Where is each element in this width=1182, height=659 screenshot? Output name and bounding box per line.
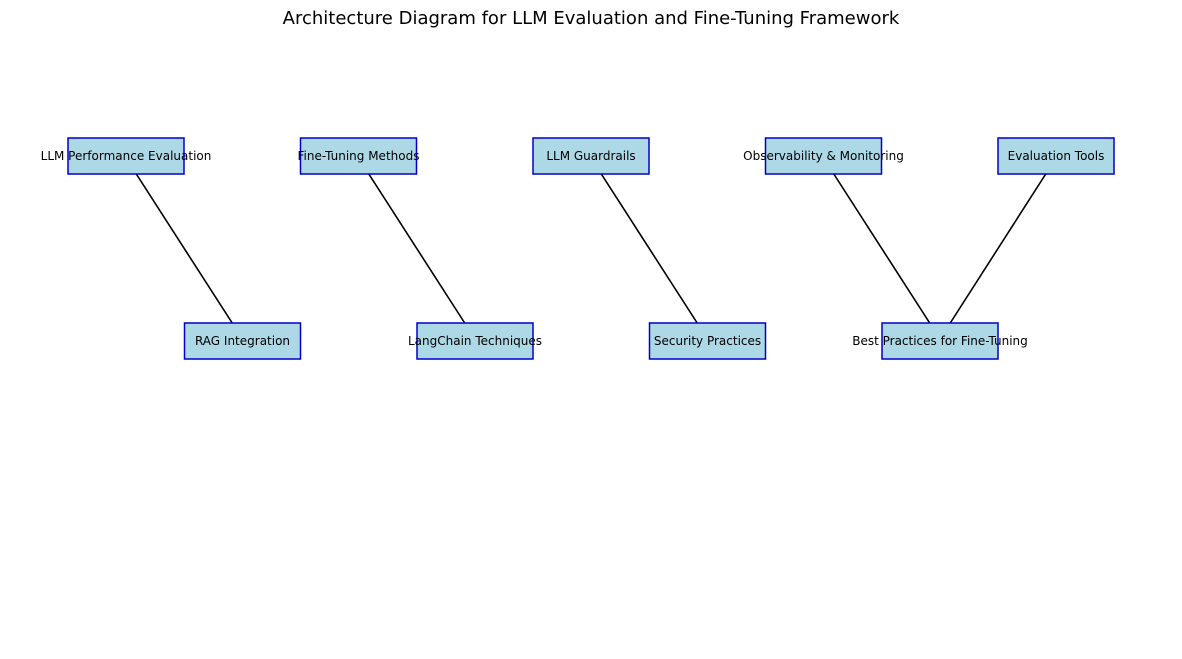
nodes-layer: LLM Performance Evaluation Fine-Tuning Me… (41, 137, 1115, 360)
edge-llm-performance-evaluation-to-rag-integration (125, 157, 244, 340)
node-box (997, 137, 1115, 175)
node-box (416, 322, 534, 360)
edge-observability-monitoring-to-best-practices-fine-tuning (822, 157, 941, 340)
node-label-rag-integration: RAG Integration (195, 334, 290, 348)
node-box (299, 137, 418, 175)
node-fine-tuning-methods (299, 137, 418, 175)
node-box (532, 137, 650, 175)
node-label-security-practices: Security Practices (654, 334, 761, 348)
node-rag-integration (183, 322, 302, 360)
edge-fine-tuning-methods-to-langchain-techniques (357, 157, 476, 340)
node-box (648, 322, 767, 360)
node-label-fine-tuning-methods: Fine-Tuning Methods (298, 149, 420, 163)
edge-llm-guardrails-to-security-practices (590, 157, 709, 340)
node-box (183, 322, 302, 360)
node-observability-monitoring (764, 137, 883, 175)
node-evaluation-tools (997, 137, 1115, 175)
edges-layer (125, 157, 1057, 340)
node-label-evaluation-tools: Evaluation Tools (1008, 149, 1105, 163)
node-security-practices (648, 322, 767, 360)
node-label-observability-monitoring: Observability & Monitoring (743, 149, 904, 163)
node-box (67, 137, 185, 175)
node-box (881, 322, 999, 360)
node-llm-guardrails (532, 137, 650, 175)
node-box (764, 137, 883, 175)
node-label-llm-performance-evaluation: LLM Performance Evaluation (41, 149, 212, 163)
node-label-best-practices-fine-tuning: Best Practices for Fine-Tuning (852, 334, 1028, 348)
node-llm-performance-evaluation (67, 137, 185, 175)
diagram-title: Architecture Diagram for LLM Evaluation … (282, 8, 900, 29)
edge-evaluation-tools-to-best-practices-fine-tuning (939, 157, 1057, 340)
node-best-practices-fine-tuning (881, 322, 999, 360)
node-label-llm-guardrails: LLM Guardrails (546, 149, 635, 163)
node-langchain-techniques (416, 322, 534, 360)
node-label-langchain-techniques: LangChain Techniques (408, 334, 542, 348)
